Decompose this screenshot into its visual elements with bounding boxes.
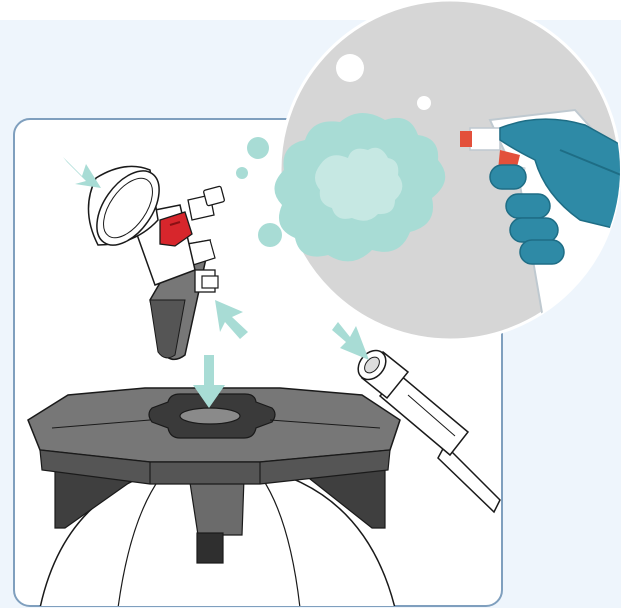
- keg-base-icon: [28, 388, 400, 608]
